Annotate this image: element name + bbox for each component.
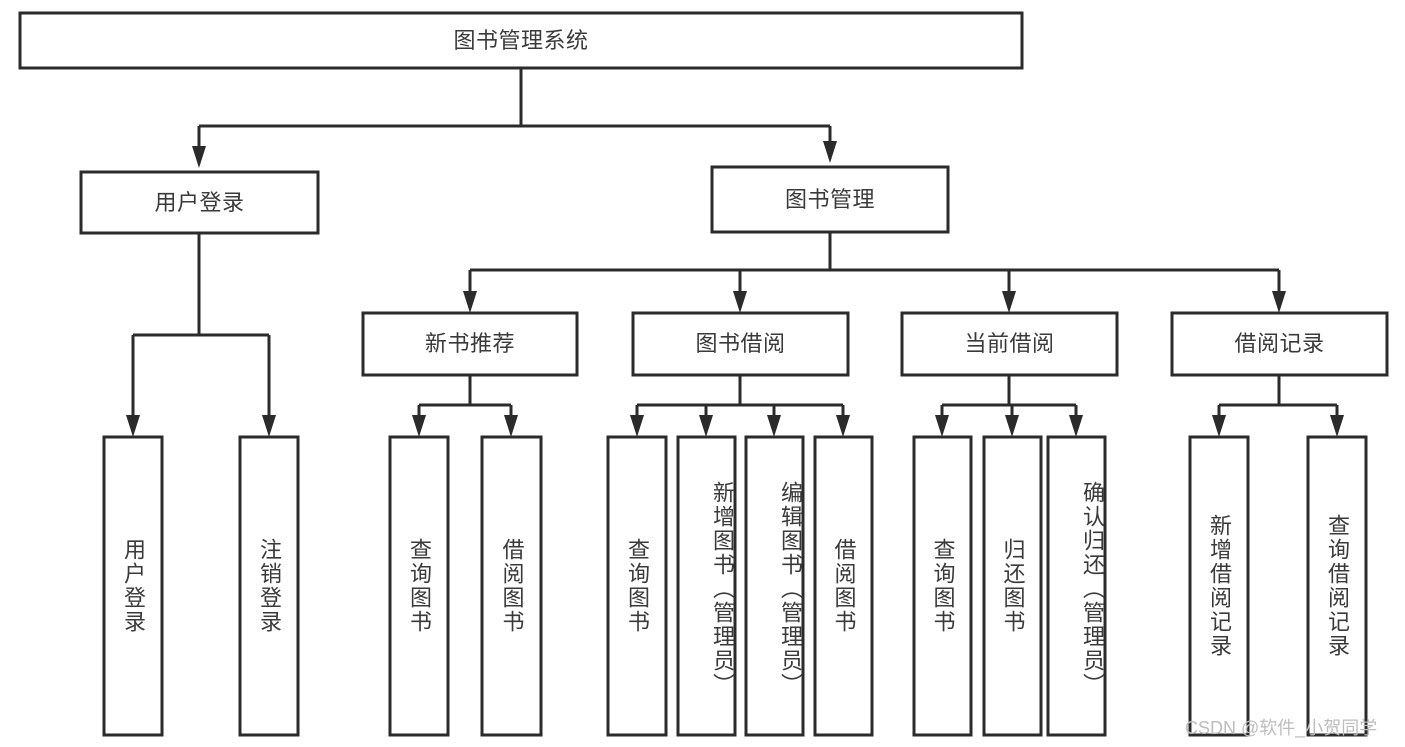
node-leaf-query-book-1[interactable]	[390, 437, 448, 735]
arrow-user-login-drop-1	[262, 415, 276, 437]
connectors-group	[126, 68, 1344, 437]
node-leaf-logout-login[interactable]	[240, 437, 298, 735]
arrow-book-manage-drop-0	[463, 291, 477, 313]
arrow-root-drop-0	[192, 146, 206, 168]
node-boxes-group	[18, 11, 1389, 737]
arrow-leaf-drop-2	[630, 415, 644, 437]
node-leaf-edit-book[interactable]	[746, 437, 803, 735]
node-leaf-borrow-book-1[interactable]	[482, 437, 541, 735]
node-leaf-add-borrow-record[interactable]	[1190, 437, 1248, 735]
arrow-leaf-drop-4	[767, 415, 781, 437]
arrow-leaf-drop-9	[1212, 415, 1226, 437]
node-box-leaf-user-login[interactable]	[102, 435, 164, 737]
node-leaf-query-book-3[interactable]	[914, 437, 971, 735]
node-book-borrow[interactable]	[633, 313, 848, 375]
arrow-leaf-drop-3	[699, 415, 713, 437]
node-box-leaf-query-book-2[interactable]	[606, 435, 668, 737]
node-box-current-borrow[interactable]	[900, 311, 1119, 377]
node-box-leaf-query-book-1[interactable]	[388, 435, 450, 737]
node-leaf-user-login[interactable]	[104, 437, 162, 735]
node-leaf-confirm-return[interactable]	[1048, 437, 1105, 735]
arrow-leaf-drop-0	[412, 415, 426, 437]
node-box-leaf-add-book[interactable]	[676, 435, 737, 737]
node-box-new-book-recommend[interactable]	[361, 311, 579, 377]
node-new-book-recommend[interactable]	[363, 313, 577, 375]
node-box-leaf-query-borrow-record[interactable]	[1306, 435, 1368, 737]
node-box-leaf-query-book-3[interactable]	[912, 435, 973, 737]
node-box-leaf-return-book[interactable]	[982, 435, 1043, 737]
arrow-leaf-drop-7	[1005, 415, 1019, 437]
node-leaf-query-book-2[interactable]	[608, 437, 666, 735]
arrow-user-login-drop-0	[126, 415, 140, 437]
node-box-leaf-borrow-book-1[interactable]	[480, 435, 543, 737]
node-leaf-add-book[interactable]	[678, 437, 735, 735]
arrow-leaf-drop-10	[1330, 415, 1344, 437]
arrow-book-manage-drop-2	[1002, 291, 1016, 313]
node-current-borrow[interactable]	[902, 313, 1117, 375]
node-box-leaf-logout-login[interactable]	[238, 435, 300, 737]
node-user-login[interactable]	[81, 172, 318, 233]
arrow-book-manage-drop-1	[733, 291, 747, 313]
node-box-user-login[interactable]	[79, 170, 320, 235]
node-box-leaf-borrow-book-2[interactable]	[813, 435, 874, 737]
node-borrow-record[interactable]	[1172, 313, 1387, 375]
arrow-root-drop-1	[823, 141, 837, 163]
node-leaf-query-borrow-record[interactable]	[1308, 437, 1366, 735]
node-root-system[interactable]	[20, 13, 1022, 68]
node-leaf-return-book[interactable]	[984, 437, 1041, 735]
node-box-leaf-add-borrow-record[interactable]	[1188, 435, 1250, 737]
node-book-manage[interactable]	[712, 167, 948, 232]
node-box-leaf-confirm-return[interactable]	[1046, 435, 1107, 737]
arrow-leaf-drop-5	[836, 415, 850, 437]
arrow-book-manage-drop-3	[1272, 291, 1286, 313]
node-box-root[interactable]	[18, 11, 1024, 70]
node-box-leaf-edit-book[interactable]	[744, 435, 805, 737]
arrow-leaf-drop-1	[504, 415, 518, 437]
arrow-leaf-drop-8	[1069, 415, 1083, 437]
arrow-leaf-drop-6	[935, 415, 949, 437]
node-leaf-borrow-book-2[interactable]	[815, 437, 872, 735]
